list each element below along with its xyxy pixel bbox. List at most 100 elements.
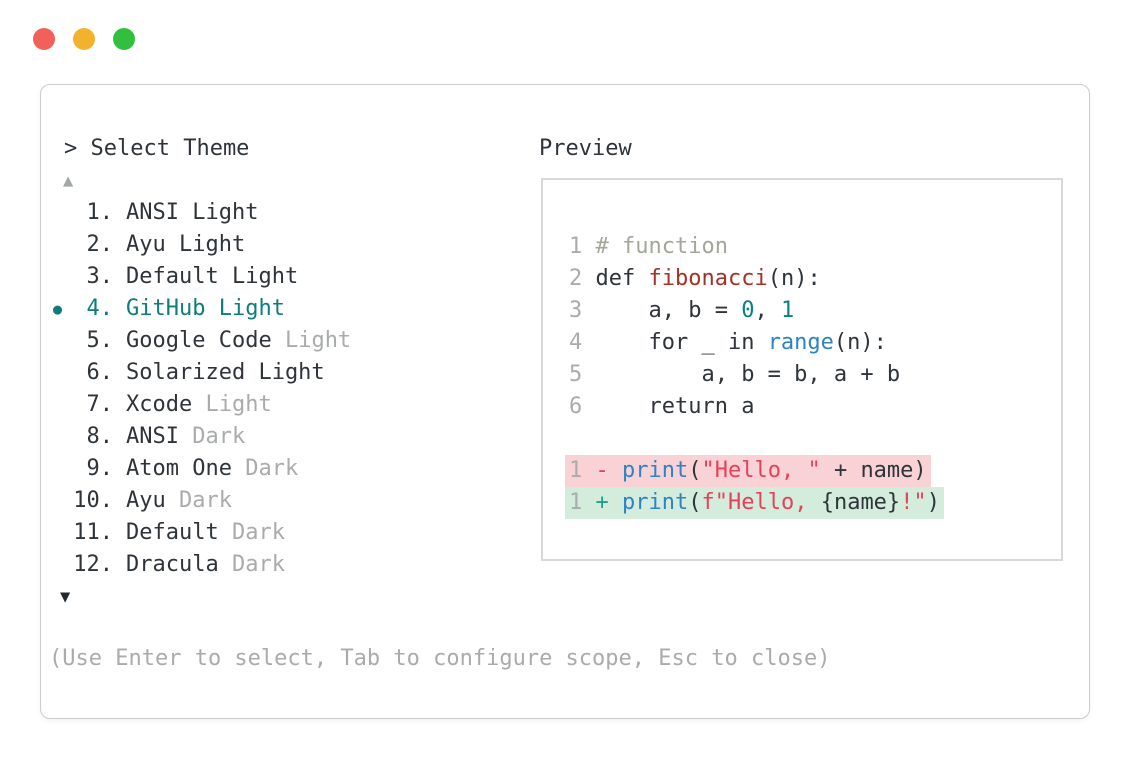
theme-option-label: Google Code Light <box>126 328 351 353</box>
theme-option-label: Default Light <box>126 264 298 289</box>
code-token-plain: ) <box>926 490 940 515</box>
theme-option-label: Ayu Light <box>126 232 245 257</box>
code-line-diff-removed: 1 - print("Hello, " + name) <box>565 455 944 487</box>
theme-option-label: Ayu Dark <box>126 488 232 513</box>
theme-option-label-muted: Dark <box>231 520 285 545</box>
theme-option-label-main: Default <box>126 520 219 545</box>
theme-option-default-light[interactable]: 3. Default Light <box>41 261 521 293</box>
theme-option-label-main: Ayu Light <box>126 232 246 257</box>
selected-bullet-icon: ● <box>53 300 63 318</box>
theme-option-ansi-dark[interactable]: 8. ANSI Dark <box>41 421 521 453</box>
code-token-plain: + name <box>820 458 914 483</box>
theme-option-number: 11. <box>73 520 113 545</box>
theme-option-number: 3. <box>86 264 114 289</box>
code-token-builtin: print <box>622 490 689 515</box>
theme-option-label: Atom One Dark <box>126 456 298 481</box>
line-number: 6 <box>569 394 583 419</box>
code-token-plain: {name} <box>820 490 901 515</box>
theme-option-number: 5. <box>86 328 114 353</box>
theme-option-label-main: Default Light <box>126 264 299 289</box>
help-text: (Use Enter to select, Tab to configure s… <box>49 646 831 671</box>
code-token-plain: ) <box>913 458 927 483</box>
theme-option-number: 10. <box>73 488 113 513</box>
code-token-plain: for _ in <box>582 330 768 355</box>
theme-option-number: 9. <box>86 456 114 481</box>
code-token-plain: a, b = b, a + b <box>582 362 901 387</box>
theme-option-solarized-light[interactable]: 6.Solarized Light <box>41 357 521 389</box>
code-token-minus: - <box>582 458 622 483</box>
theme-option-label: GitHub Light <box>126 296 285 321</box>
code-token-builtin: range <box>767 330 834 355</box>
code-token-plain: ( <box>688 490 702 515</box>
code-token-plain: , <box>754 298 781 323</box>
scroll-up-indicator-icon[interactable]: ▲ <box>63 171 74 191</box>
line-number: 3 <box>569 298 583 323</box>
theme-option-label: Xcode Light <box>126 392 272 417</box>
theme-option-ayu-light[interactable]: 2.Ayu Light <box>41 229 521 261</box>
code-line: 2 def fibonacci(n): <box>569 263 944 295</box>
theme-option-ansi-light[interactable]: 1.ANSI Light <box>41 197 521 229</box>
theme-option-xcode-light[interactable]: 7. Xcode Light <box>41 389 521 421</box>
theme-option-label-muted: Dark <box>231 552 285 577</box>
line-number: 1 <box>569 234 583 259</box>
theme-option-google-code-light[interactable]: 5. Google Code Light <box>41 325 521 357</box>
code-token-string: "Hello, " <box>701 458 821 483</box>
theme-option-label-main: ANSI Light <box>126 200 259 225</box>
code-token-plain: a, b = <box>582 298 742 323</box>
code-line: 6 return a <box>569 391 944 423</box>
theme-option-default-dark[interactable]: 11. Default Dark <box>41 517 521 549</box>
code-token-plus: + <box>582 490 622 515</box>
minimize-window-button[interactable] <box>73 28 95 50</box>
code-token-plain: return a <box>582 394 755 419</box>
line-number: 5 <box>569 362 583 387</box>
line-number: 4 <box>569 330 583 355</box>
line-number: 1 <box>569 458 583 483</box>
code-line <box>569 423 944 455</box>
code-token-plain: ( <box>688 458 702 483</box>
code-token-plain: (n): <box>833 330 887 355</box>
theme-option-atom-one-dark[interactable]: 9. Atom One Dark <box>41 453 521 485</box>
code-token-comment: # function <box>582 234 728 259</box>
code-token-func: fibonacci <box>648 266 768 291</box>
theme-option-dracula-dark[interactable]: 12. Dracula Dark <box>41 549 521 581</box>
theme-option-label-main: GitHub Light <box>126 296 285 321</box>
close-window-button[interactable] <box>33 28 55 50</box>
theme-option-label-muted: Dark <box>179 488 232 513</box>
theme-option-number: 8. <box>86 424 114 449</box>
theme-option-label-main: ANSI <box>126 424 179 449</box>
theme-option-label-muted: Light <box>284 328 352 353</box>
code-token-builtin: print <box>622 458 689 483</box>
theme-option-label: ANSI Dark <box>126 424 245 449</box>
theme-option-label-main: Solarized Light <box>126 360 325 385</box>
theme-option-label: Dracula Dark <box>126 552 285 577</box>
code-line: 3 a, b = 0, 1 <box>569 295 944 327</box>
code-token-plain: def <box>582 266 649 291</box>
theme-option-label: Solarized Light <box>126 360 325 385</box>
theme-option-label-main: Atom One <box>126 456 232 481</box>
scroll-down-indicator-icon[interactable]: ▼ <box>60 587 71 607</box>
theme-option-number: 4. <box>86 296 114 321</box>
code-line: 5 a, b = b, a + b <box>569 359 944 391</box>
theme-option-github-light[interactable]: ● 4. GitHub Light <box>41 293 521 325</box>
theme-option-label: ANSI Light <box>126 200 258 225</box>
theme-option-ayu-dark[interactable]: 10. Ayu Dark <box>41 485 521 517</box>
window-controls <box>33 28 135 50</box>
code-token-string: !" <box>900 490 927 515</box>
dialog-title: > Select Theme <box>64 136 250 161</box>
code-line-diff-added: 1 + print(f"Hello, {name}!") <box>565 487 944 519</box>
theme-option-label-main: Google Code <box>126 328 272 353</box>
theme-option-number: 7. <box>86 392 114 417</box>
line-number: 1 <box>569 490 583 515</box>
theme-option-label-main: Ayu <box>126 488 166 513</box>
code-token-plain: (n): <box>767 266 821 291</box>
zoom-window-button[interactable] <box>113 28 135 50</box>
theme-option-label-muted: Dark <box>245 456 299 481</box>
code-token-number: 0 <box>741 298 755 323</box>
line-number: 2 <box>569 266 583 291</box>
theme-option-number: 12. <box>73 552 113 577</box>
code-line: 1 # function <box>569 231 944 263</box>
